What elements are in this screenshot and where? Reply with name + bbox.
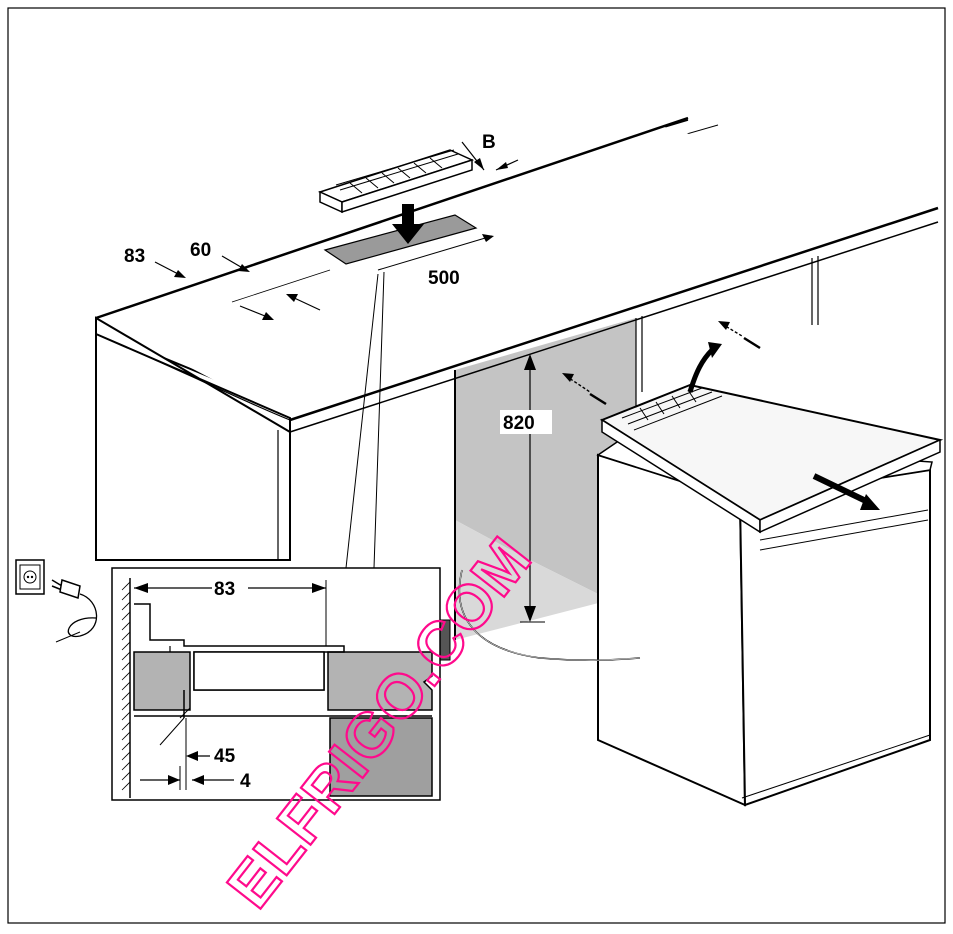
label-b: B [482, 132, 496, 153]
worktop [95, 116, 939, 434]
wall-socket [15, 559, 45, 595]
figure-border [7, 7, 946, 924]
label-500: 500 [428, 268, 460, 289]
niche-floor-shade [455, 520, 610, 640]
niche-back-shade [455, 318, 636, 600]
detail-inset: 83 45 4 [111, 567, 441, 801]
vent-grille [317, 149, 475, 244]
label-detail-4: 4 [240, 771, 251, 792]
dimension-b: B [461, 132, 519, 171]
plug [51, 579, 98, 643]
label-detail-45: 45 [214, 746, 236, 767]
refrigerator [596, 342, 944, 807]
label-60: 60 [190, 240, 211, 261]
label-820: 820 [503, 413, 535, 434]
label-detail-83: 83 [214, 579, 235, 600]
screw-arrows [562, 321, 761, 406]
dimension-820: 820 [500, 354, 552, 623]
power-cable [458, 569, 641, 662]
dimension-500: 500 [345, 234, 494, 569]
label-83: 83 [124, 246, 145, 267]
dimension-83-60: 83 60 [124, 231, 351, 320]
